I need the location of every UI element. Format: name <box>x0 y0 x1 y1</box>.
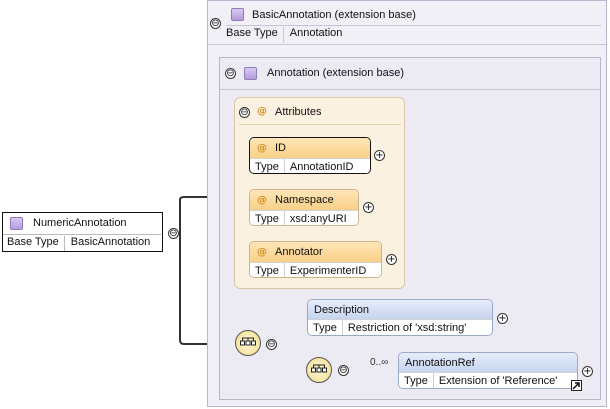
description-expand-button[interactable]: + <box>497 313 508 324</box>
type-value: AnnotationID <box>289 161 354 173</box>
sequence-collapse-button[interactable]: ⊖ <box>266 339 277 350</box>
expand-icon: + <box>583 366 592 377</box>
sequence-icon <box>311 364 327 373</box>
attribute-icon: @ <box>257 194 267 206</box>
attribute-name: ID <box>275 142 286 154</box>
element-header: Description <box>308 300 492 319</box>
attribute-header: @ Annotator <box>250 242 381 262</box>
expand-icon: + <box>498 313 507 324</box>
collapse-icon: ⊖ <box>267 339 276 350</box>
collapse-icon: ⊖ <box>169 228 178 239</box>
attributes-collapse-button[interactable]: ⊖ <box>239 107 250 118</box>
type-value: Annotation <box>289 27 343 39</box>
expand-icon: + <box>364 202 373 213</box>
annotation-ref-element[interactable]: AnnotationRef Type Extension of 'Referen… <box>398 352 578 389</box>
complex-type-icon <box>10 217 23 230</box>
annotation-collapse-button[interactable]: ⊖ <box>225 68 236 79</box>
type-value: Extension of 'Reference' <box>438 375 558 387</box>
element-type-row: Type Restriction of 'xsd:string' <box>308 319 492 335</box>
root-type-row: Base Type BasicAnnotation <box>3 236 150 251</box>
expand-icon: + <box>387 254 396 265</box>
attribute-name: Annotator <box>275 246 323 258</box>
attribute-id-expand-button[interactable]: + <box>374 150 385 161</box>
collapse-icon: ⊖ <box>211 18 220 29</box>
basic-annotation-title: BasicAnnotation (extension base) <box>252 9 416 21</box>
type-key: Type <box>399 373 434 388</box>
sequence-compositor-icon[interactable] <box>306 357 332 383</box>
attribute-namespace-expand-button[interactable]: + <box>363 202 374 213</box>
attribute-header: @ Namespace <box>250 190 358 210</box>
annotation-title: Annotation (extension base) <box>267 67 404 79</box>
attributes-title: Attributes <box>275 106 322 118</box>
attribute-namespace[interactable]: @ Namespace Type xsd:anyURI <box>249 189 359 226</box>
element-type-row: Type Extension of 'Reference' <box>399 372 577 388</box>
type-value: Restriction of 'xsd:string' <box>347 322 467 334</box>
divider <box>226 25 601 26</box>
annotation-ref-expand-button[interactable]: + <box>582 366 593 377</box>
attribute-type-row: Type xsd:anyURI <box>250 210 358 225</box>
attribute-annotator[interactable]: @ Annotator Type ExperimenterID <box>249 241 382 278</box>
type-key: Type <box>250 159 285 173</box>
type-key: Type <box>250 263 285 277</box>
collapse-icon: ⊖ <box>240 107 249 118</box>
complex-type-icon <box>231 8 244 21</box>
divider <box>208 44 606 45</box>
attribute-icon: @ <box>257 246 267 258</box>
basic-annotation-collapse-button[interactable]: ⊖ <box>210 18 221 29</box>
divider <box>3 234 161 235</box>
attribute-header: @ ID <box>250 138 370 158</box>
attribute-annotator-expand-button[interactable]: + <box>386 254 397 265</box>
sequence-collapse-button[interactable]: ⊖ <box>338 365 349 376</box>
sequence-icon <box>240 337 256 346</box>
type-key: Base Type <box>3 236 65 251</box>
numeric-annotation-element[interactable]: NumericAnnotation Base Type BasicAnnotat… <box>2 212 163 252</box>
divider <box>220 89 600 90</box>
attribute-icon: @ <box>257 142 267 154</box>
attribute-icon: @ <box>257 106 267 117</box>
sequence-compositor-icon[interactable] <box>235 330 261 356</box>
attribute-id[interactable]: @ ID Type AnnotationID <box>249 137 371 174</box>
type-key: Base Type <box>226 27 284 43</box>
description-element[interactable]: Description Type Restriction of 'xsd:str… <box>307 299 493 336</box>
basic-annotation-type-row: Base Type Annotation <box>226 27 342 43</box>
type-value: BasicAnnotation <box>70 236 151 248</box>
collapse-icon: ⊖ <box>226 68 235 79</box>
cardinality-label: 0..∞ <box>370 357 389 368</box>
type-key: Type <box>250 211 285 225</box>
collapse-icon: ⊖ <box>339 365 348 376</box>
complex-type-icon <box>244 67 257 80</box>
external-link-icon[interactable] <box>571 380 582 391</box>
type-key: Type <box>308 320 343 335</box>
type-value: ExperimenterID <box>289 265 367 277</box>
type-value: xsd:anyURI <box>289 213 347 225</box>
element-header: AnnotationRef <box>399 353 577 372</box>
attribute-type-row: Type ExperimenterID <box>250 262 381 277</box>
attribute-type-row: Type AnnotationID <box>250 158 370 173</box>
root-element-title: NumericAnnotation <box>33 217 127 229</box>
root-collapse-button[interactable]: ⊖ <box>168 228 179 239</box>
attribute-name: Namespace <box>275 194 334 206</box>
divider <box>239 124 401 125</box>
expand-icon: + <box>375 150 384 161</box>
